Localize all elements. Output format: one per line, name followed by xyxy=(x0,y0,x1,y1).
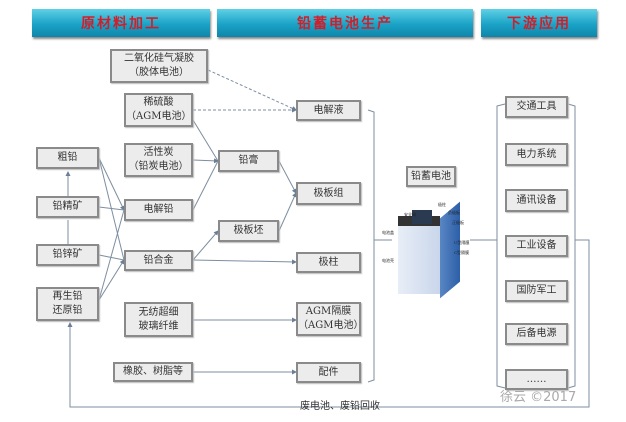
app-power-system: 电力系统 xyxy=(505,143,568,166)
node-electrolyte: 电解液 xyxy=(296,100,361,121)
app-backup-power: 后备电源 xyxy=(505,323,568,345)
battery-label: U型隔膜 xyxy=(454,240,470,245)
label: 还原铅 xyxy=(52,305,83,316)
recycle-label: 废电池、废铅回收 xyxy=(300,401,380,412)
watermark: 徐云 ©2017 xyxy=(500,390,577,405)
battery-label: 极柱 xyxy=(438,202,446,207)
node-terminal: 极柱 xyxy=(296,252,361,273)
node-electrolytic-lead: 电解铅 xyxy=(124,199,193,221)
label: 稀硫酸 xyxy=(143,97,174,108)
label: （AGM电池） xyxy=(126,111,192,122)
node-silica-gel: 二氧化硅气凝胶 （胶体电池） xyxy=(110,49,208,83)
battery-label: 负极板 xyxy=(448,210,460,215)
app-transport: 交通工具 xyxy=(505,96,568,118)
battery-label: 正极板 xyxy=(452,220,464,225)
label: 再生铅 xyxy=(52,291,83,302)
header-downstream: 下游应用 xyxy=(481,9,597,37)
node-plate-blank: 极板坯 xyxy=(218,220,279,242)
label: 玻璃纤维 xyxy=(138,320,179,332)
node-lead-alloy: 铅合金 xyxy=(124,250,193,271)
node-accessories: 配件 xyxy=(296,362,361,383)
label: （胶体电池） xyxy=(129,67,189,78)
label: 无纺超细 xyxy=(138,306,179,318)
node-crude-lead: 粗铅 xyxy=(36,147,99,169)
battery-label: 安全阀 xyxy=(404,212,416,217)
node-plate-group: 极板组 xyxy=(296,182,361,205)
node-lead-paste: 铅膏 xyxy=(218,150,279,172)
label: （铅炭电池） xyxy=(128,161,189,172)
header-raw-materials: 原材料加工 xyxy=(32,9,210,37)
node-lead-acid-battery: 铅蓄电池 xyxy=(406,166,456,187)
node-recycled-lead: 再生铅还原铅 xyxy=(36,287,99,321)
node-agm-separator: AGM隔膜 （AGM电池） xyxy=(296,302,364,336)
node-lead-concentrate: 铅精矿 xyxy=(36,196,99,218)
node-lead-zinc-ore: 铅锌矿 xyxy=(36,244,99,266)
label: 活性炭 xyxy=(143,147,174,158)
battery-label: C型隔膜 xyxy=(454,250,470,255)
header-battery-production: 铅蓄电池生产 xyxy=(217,9,473,37)
battery-illustration: 极柱 安全阀 负极板 正极板 电池盖 U型隔膜 C型隔膜 电池壳 xyxy=(382,200,472,299)
label: AGM隔膜 xyxy=(305,306,352,317)
app-telecom: 通讯设备 xyxy=(505,189,568,212)
node-activated-carbon: 活性炭 （铅炭电池） xyxy=(124,143,193,177)
node-sulfuric-acid: 稀硫酸 （AGM电池） xyxy=(124,93,193,127)
app-industrial: 工业设备 xyxy=(505,235,568,257)
node-rubber-resin: 橡胶、树脂等 xyxy=(113,362,193,382)
app-defense: 国防军工 xyxy=(505,280,568,302)
label: （AGM电池） xyxy=(298,320,364,331)
app-more: …… xyxy=(505,369,568,390)
battery-label: 电池盖 xyxy=(382,230,394,235)
label: 二氧化硅气凝胶 xyxy=(124,53,194,64)
battery-label: 电池壳 xyxy=(382,258,394,263)
node-glass-fiber: 无纺超细玻璃纤维 xyxy=(124,302,193,337)
